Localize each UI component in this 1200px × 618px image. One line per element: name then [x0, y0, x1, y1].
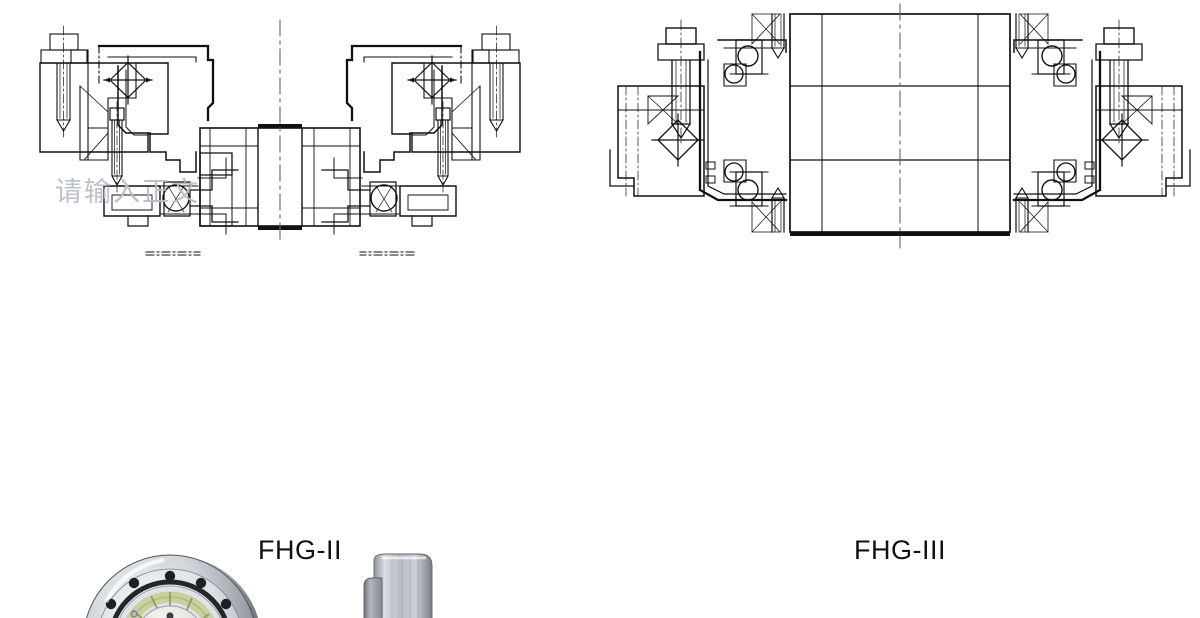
drawing-fhg2-cross-section: 请输入正文: [0, 0, 600, 256]
product-panel-fhg3: FHG-III: [600, 0, 1200, 618]
drawing-fhg3-cross-section: [600, 0, 1200, 255]
photo-fhg2-front-face: [78, 550, 264, 618]
cross-section-svg-fhg2: [39, 19, 521, 256]
product-panel-fhg2: 请输入正文: [0, 0, 600, 618]
model-label-fhg3: FHG-III: [854, 535, 946, 565]
photo-fhg2-edge-profile: [352, 552, 452, 618]
cross-section-svg-fhg3: [609, 3, 1191, 249]
photo-area-fhg2: [0, 262, 600, 618]
photo-area-fhg3: [600, 262, 1200, 512]
model-label-fhg2: FHG-II: [258, 535, 342, 565]
